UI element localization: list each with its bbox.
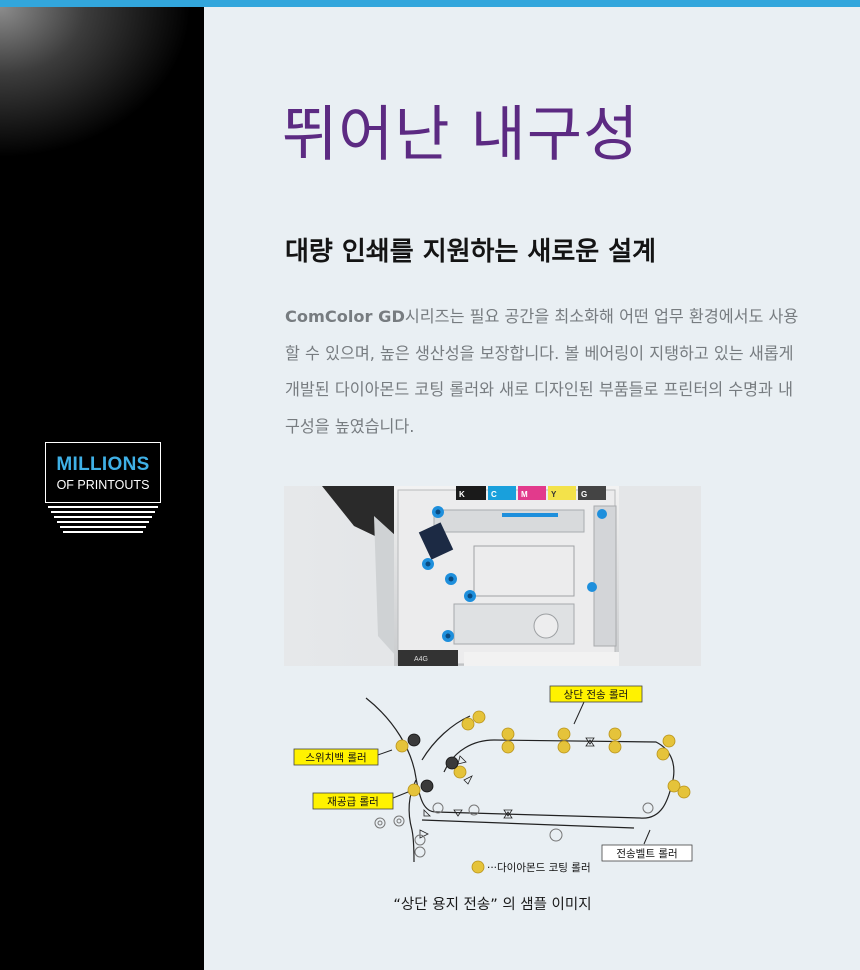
stack-stripes-icon bbox=[48, 506, 158, 533]
page-title: 뛰어난 내구성 bbox=[282, 100, 640, 170]
image-caption: “상단 용지 전송” 의 샘플 이미지 bbox=[393, 897, 592, 913]
ink-label-y: Y bbox=[551, 490, 557, 499]
top-accent-bar bbox=[0, 0, 860, 7]
refeed-roller-label: 재공급 롤러 bbox=[327, 796, 379, 808]
body-text: 시리즈는 필요 공간을 최소화해 어떤 업무 환경에서도 사용할 수 있으며, … bbox=[285, 307, 799, 436]
ink-label-c: C bbox=[491, 490, 497, 499]
badge-box: MILLIONS OF PRINTOUTS bbox=[45, 442, 161, 503]
paper-path-diagram: 상단 전송 롤러 스위치백 롤러 재공급 롤러 전송벨트 롤러 ···다이아몬드… bbox=[293, 685, 693, 874]
top-roller-label: 상단 전송 롤러 bbox=[564, 689, 629, 701]
left-sidebar: MILLIONS OF PRINTOUTS bbox=[0, 7, 204, 970]
section-subtitle: 대량 인쇄를 지원하는 새로운 설계 bbox=[285, 237, 657, 267]
ink-label-g: G bbox=[581, 490, 587, 499]
belt-roller-label: 전송벨트 롤러 bbox=[616, 848, 677, 860]
diamond-roller-legend: ···다이아몬드 코팅 롤러 bbox=[487, 862, 591, 874]
badge-subtitle: OF PRINTOUTS bbox=[56, 478, 150, 492]
switchback-roller-label: 스위치백 롤러 bbox=[305, 751, 366, 764]
section-body: ComColor GD시리즈는 필요 공간을 최소화해 어떤 업무 환경에서도 … bbox=[285, 299, 805, 445]
badge-title: MILLIONS bbox=[56, 454, 150, 475]
printer-interior-photo: K C M Y G A4G bbox=[284, 486, 701, 666]
ink-label-k: K bbox=[459, 490, 465, 499]
tray-label: A4G bbox=[414, 656, 428, 663]
brand-name: ComColor GD bbox=[285, 307, 405, 326]
ink-label-m: M bbox=[521, 490, 528, 499]
millions-badge: MILLIONS OF PRINTOUTS bbox=[45, 442, 161, 534]
